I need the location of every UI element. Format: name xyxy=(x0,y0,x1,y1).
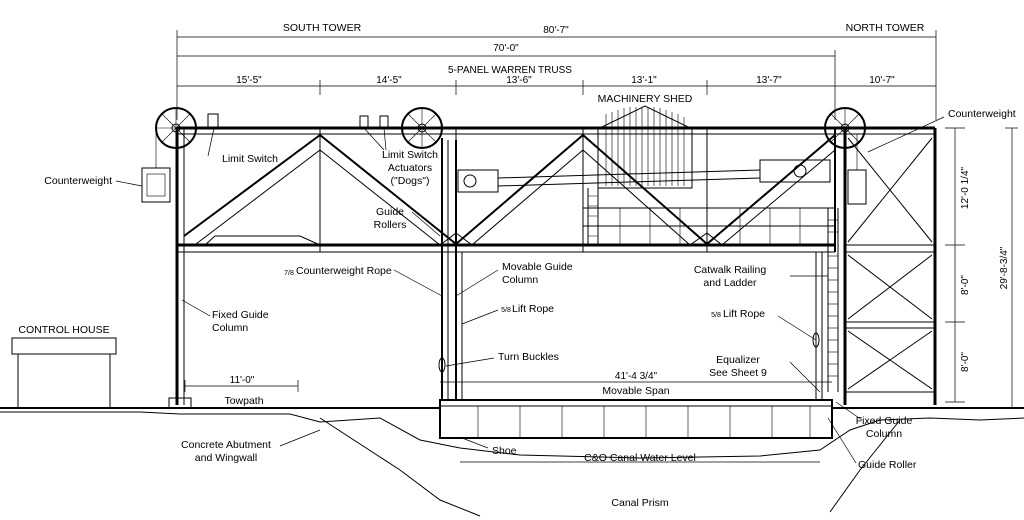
abutment-outline xyxy=(0,411,1024,459)
movable-guide-column-line2: Column xyxy=(502,274,538,286)
limit-switch-box xyxy=(207,113,219,129)
guide-rollers-line2: Rollers xyxy=(374,219,407,231)
shoe-label: Shoe xyxy=(492,445,517,457)
counterweight-rope-label: Counterweight Rope xyxy=(296,265,392,277)
callouts: Counterweight Limit Switch Limit Switch … xyxy=(44,108,1016,471)
canal-prism-outline xyxy=(319,417,901,517)
south-tower xyxy=(141,107,197,409)
turn-buckles-label: Turn Buckles xyxy=(498,351,559,363)
catwalk-line2: and Ladder xyxy=(703,277,757,289)
control-house-label: CONTROL HOUSE xyxy=(18,324,109,336)
machinery-shed: MACHINERY SHED xyxy=(597,93,693,189)
ropes xyxy=(438,138,823,400)
control-house: CONTROL HOUSE xyxy=(11,324,117,409)
north-tower-label: NORTH TOWER xyxy=(846,22,925,34)
lift-rope-right-label: Lift Rope xyxy=(723,308,765,320)
ground-and-canal: C&O Canal Water Level Canal Prism 11'-0"… xyxy=(0,375,1024,517)
counterweight-right-label: Counterweight xyxy=(948,108,1016,120)
panel-6-label: 10'-7" xyxy=(869,75,895,86)
overall-dimension-label: 80'-7" xyxy=(543,25,569,36)
catwalk-line1: Catwalk Railing xyxy=(694,264,767,276)
ladder-rungs xyxy=(828,219,838,377)
drive-housing-left xyxy=(457,169,499,193)
movable-span-label: Movable Span xyxy=(602,385,669,397)
drive-housing-right xyxy=(759,159,831,183)
equalizer-line2: See Sheet 9 xyxy=(709,367,767,379)
south-tower-label: SOUTH TOWER xyxy=(283,22,362,34)
concrete-abutment-line2: and Wingwall xyxy=(195,452,257,464)
lift-rope-left-label: Lift Rope xyxy=(512,303,554,315)
concrete-abutment-line1: Concrete Abutment xyxy=(181,439,271,451)
north-tower xyxy=(824,107,937,405)
panel-1-label: 15'-5" xyxy=(236,75,262,86)
limit-switch-actuators-line3: ("Dogs") xyxy=(391,175,430,187)
equalizer-line1: Equalizer xyxy=(716,354,760,366)
limit-switch-label: Limit Switch xyxy=(222,153,278,165)
water-level-label: C&O Canal Water Level xyxy=(584,452,696,464)
leader-lines xyxy=(115,116,945,464)
truss-diagonals xyxy=(183,134,836,246)
lift-rope-right-fraction: 5/8 xyxy=(711,312,721,319)
height-upper-label: 12'-0 1/4" xyxy=(960,166,971,209)
movable-span-deck: 41'-4 3/4" Movable Span xyxy=(439,371,833,439)
turn-buckle-left xyxy=(438,357,446,373)
catwalk-and-ladder xyxy=(583,188,839,392)
canal-prism-label: Canal Prism xyxy=(611,497,668,509)
towpath-width-label: 11'-0" xyxy=(230,375,255,386)
height-lower-label: 8'-0" xyxy=(960,352,971,372)
panel-2-label: 14'-5" xyxy=(376,75,402,86)
fixed-guide-column-left-line1: Fixed Guide xyxy=(212,309,269,321)
towpath-label: Towpath xyxy=(224,395,263,407)
truss-length-label: 70'-0" xyxy=(493,43,519,54)
panel-5-label: 13'-7" xyxy=(756,75,782,86)
shed-siding xyxy=(605,107,685,186)
fixed-guide-column-left-line2: Column xyxy=(212,322,248,334)
counterweight-right-box xyxy=(847,169,867,205)
column-base-left xyxy=(168,397,192,409)
counterweight-rope-fraction: 7/8 xyxy=(284,270,294,277)
right-dimension-lines: 12'-0 1/4" 8'-0" 8'-0" 29'-8-3/4" xyxy=(945,127,1018,409)
north-tower-bracing xyxy=(847,137,933,390)
counterweight-left-box xyxy=(141,167,171,203)
panel-4-label: 13'-1" xyxy=(631,75,657,86)
limit-switch-actuators-line1: Limit Switch xyxy=(382,149,438,161)
fixed-guide-column-right-line2: Column xyxy=(866,428,902,440)
height-total-label: 29'-8-3/4" xyxy=(999,246,1010,289)
movable-guide-column-line1: Movable Guide xyxy=(502,261,573,273)
sheave-middle xyxy=(401,107,443,149)
warren-truss xyxy=(177,113,935,253)
panel-3-label: 13'-6" xyxy=(506,75,532,86)
machinery-shed-label: MACHINERY SHED xyxy=(598,93,693,105)
movable-span-girder xyxy=(439,399,833,439)
span-width-label: 41'-4 3/4" xyxy=(615,371,658,382)
lift-rope-left-fraction: 5/8 xyxy=(501,307,511,314)
fixed-guide-column-right-line1: Fixed Guide xyxy=(856,415,913,427)
height-mid-label: 8'-0" xyxy=(960,275,971,295)
truss-title-label: 5-PANEL WARREN TRUSS xyxy=(448,65,572,76)
top-dimension-lines: SOUTH TOWER NORTH TOWER 80'-7" 70'-0" 5-… xyxy=(176,22,937,120)
turn-buckle-right xyxy=(812,332,820,348)
limit-switch-actuators-line2: Actuators xyxy=(388,162,432,174)
guide-roller-label: Guide Roller xyxy=(858,459,917,471)
guide-rollers-line1: Guide xyxy=(376,206,404,218)
counterweight-left-label: Counterweight xyxy=(44,175,112,187)
